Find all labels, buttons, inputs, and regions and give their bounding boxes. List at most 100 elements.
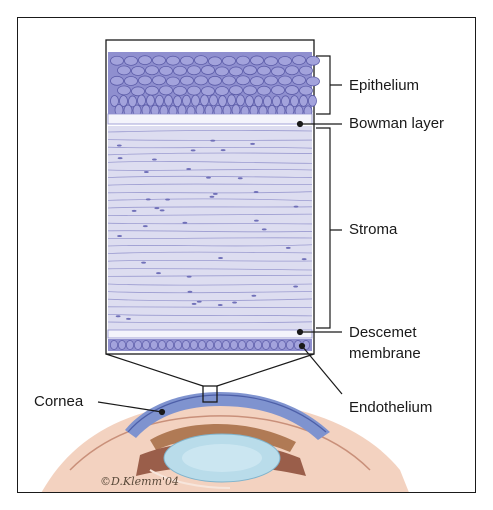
epithelial-cell — [251, 77, 264, 86]
keratocyte-nucleus — [254, 191, 259, 193]
keratocyte-nucleus — [293, 285, 298, 287]
epithelial-cell — [230, 86, 243, 95]
epithelial-cell — [111, 56, 124, 65]
label-endothelium: Endothelium — [349, 399, 432, 417]
keratocyte-nucleus — [160, 209, 165, 211]
endothelial-cell — [166, 341, 173, 350]
epithelial-cell — [183, 95, 191, 106]
keratocyte-nucleus — [154, 207, 159, 209]
epithelial-cell — [118, 86, 131, 95]
keratocyte-nucleus — [156, 272, 161, 274]
epithelial-cell — [307, 77, 320, 86]
label-descemet-line1: Descemet — [349, 324, 417, 342]
endothelial-cell — [118, 341, 125, 350]
keratocyte-nucleus — [187, 276, 192, 278]
artist-signature: ©D.Klemm'04 — [100, 475, 179, 488]
keratocyte-nucleus — [118, 157, 123, 159]
endothelial-cell — [254, 341, 261, 350]
epithelial-cell — [237, 56, 250, 65]
epithelial-cell — [265, 76, 278, 85]
epithelial-cell — [202, 66, 215, 75]
epithelial-cell — [167, 77, 180, 86]
keratocyte-nucleus — [210, 140, 215, 142]
endothelial-cell — [158, 341, 165, 350]
stroma-fiber — [108, 223, 312, 224]
endothelial-cell — [246, 341, 253, 350]
endothelial-cell — [230, 341, 237, 350]
epithelial-cell — [156, 95, 164, 106]
epithelial-cell — [181, 56, 194, 65]
epithelial-cell — [210, 95, 218, 106]
epithelial-cell — [160, 66, 173, 75]
epithelial-cell — [223, 56, 236, 65]
keratocyte-nucleus — [238, 177, 243, 179]
endothelium-leader — [302, 346, 342, 394]
epithelial-cell — [244, 86, 257, 95]
epithelial-cell — [201, 95, 209, 106]
epithelial-cell — [279, 56, 292, 65]
endothelial-cell — [110, 341, 117, 350]
endothelial-cell — [126, 341, 133, 350]
label-descemet-line2: membrane — [349, 345, 421, 363]
keratocyte-nucleus — [144, 171, 149, 173]
epithelial-cell — [188, 66, 201, 75]
epithelial-cell — [307, 56, 320, 65]
cornea-leader — [98, 402, 162, 412]
epithelial-cell — [165, 95, 173, 106]
zoom-lines — [106, 354, 314, 386]
keratocyte-nucleus — [254, 220, 259, 222]
epithelial-cell — [132, 87, 145, 96]
epithelial-cell — [286, 86, 299, 95]
keratocyte-nucleus — [146, 198, 151, 200]
label-bowman-layer: Bowman layer — [349, 115, 444, 133]
epithelial-cell — [300, 86, 313, 95]
endothelial-cell — [142, 341, 149, 350]
keratocyte-nucleus — [286, 247, 291, 249]
epithelial-cell — [195, 76, 208, 85]
keratocyte-nucleus — [197, 301, 202, 303]
epithelial-cell — [138, 95, 146, 106]
epithelial-cell — [139, 56, 152, 65]
keratocyte-nucleus — [210, 196, 215, 198]
endothelial-cell — [286, 341, 293, 350]
epithelial-cell — [228, 95, 236, 106]
endothelial-cell — [174, 341, 181, 350]
epithelial-cell — [237, 95, 245, 106]
epithelial-cell — [146, 66, 159, 75]
epithelial-cell — [258, 86, 271, 95]
endothelial-cell — [182, 341, 189, 350]
epithelial-cell — [244, 66, 257, 75]
epithelial-cell — [139, 76, 152, 85]
epithelial-cell — [293, 56, 306, 65]
epithelial-cell — [300, 66, 313, 75]
keratocyte-nucleus — [221, 149, 226, 151]
endothelial-cell — [214, 341, 221, 350]
epithelial-cell — [272, 86, 285, 95]
keratocyte-nucleus — [302, 258, 307, 260]
epithelial-cell — [160, 86, 173, 95]
keratocyte-nucleus — [294, 206, 299, 208]
epithelial-cell — [146, 86, 159, 95]
endothelial-cell — [222, 341, 229, 350]
histology-panel — [106, 40, 320, 354]
label-epithelium: Epithelium — [349, 77, 419, 95]
epithelial-cell — [255, 96, 263, 107]
epithelial-cell — [258, 66, 271, 75]
label-cornea: Cornea — [34, 393, 83, 411]
epithelial-cell — [181, 76, 194, 85]
bowman-layer — [108, 114, 312, 124]
epithelial-cell — [237, 76, 250, 85]
epithelial-cell — [111, 76, 124, 85]
epithelial-cell — [174, 66, 187, 75]
epithelial-cell — [125, 56, 138, 65]
keratocyte-nucleus — [165, 199, 170, 201]
keratocyte-nucleus — [126, 318, 131, 320]
keratocyte-nucleus — [117, 235, 122, 237]
epithelial-cell — [279, 76, 292, 85]
endothelial-cell — [270, 341, 277, 350]
keratocyte-nucleus — [191, 149, 196, 151]
keratocyte-nucleus — [218, 257, 223, 259]
epithelial-cell — [167, 56, 180, 65]
epithelial-cell — [223, 76, 236, 85]
